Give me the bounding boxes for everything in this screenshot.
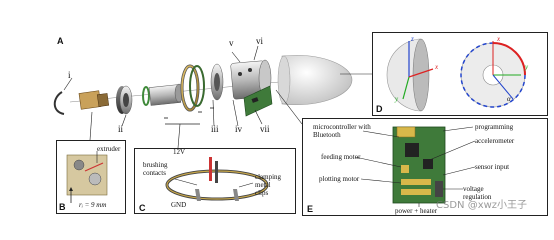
gnd-label: GND bbox=[171, 201, 187, 209]
panel-c-letter: C bbox=[139, 203, 146, 213]
nose-cone bbox=[277, 55, 353, 105]
label-plotting-motor: plotting motor bbox=[319, 175, 360, 183]
callout-line-vi bbox=[253, 45, 259, 61]
green-ring bbox=[142, 86, 150, 106]
label-feeding-motor: feeding motor bbox=[321, 153, 361, 161]
connector-a-to-e bbox=[275, 89, 303, 125]
voltage-label: 12V bbox=[173, 148, 186, 156]
axis-x-right-label: x bbox=[497, 35, 501, 43]
extruder-closeup-illustration bbox=[66, 151, 108, 203]
panel-e-letter: E bbox=[307, 204, 314, 214]
cable-loop bbox=[53, 91, 65, 115]
motor-housing bbox=[230, 59, 272, 100]
front-disc bbox=[210, 63, 224, 101]
callout-vii: vii bbox=[260, 124, 270, 134]
callout-vi: vi bbox=[256, 36, 264, 46]
angle-label: α bbox=[507, 95, 511, 103]
motor-cylinder bbox=[148, 83, 184, 106]
callout-iv: iv bbox=[235, 124, 243, 134]
callout-line-i bbox=[63, 77, 73, 91]
radius-label: rᵢ = 9 mm bbox=[79, 201, 107, 209]
panel-e: microcontroller with Bluetooth feeding m… bbox=[302, 118, 548, 216]
callout-line-vii bbox=[254, 109, 263, 125]
callout-v: v bbox=[229, 38, 234, 48]
callout-iii: iii bbox=[211, 124, 219, 134]
coordinate-frames-illustration bbox=[386, 38, 526, 112]
rear-disc bbox=[116, 85, 133, 115]
label-power-heater: power + heater bbox=[395, 207, 438, 215]
brushing-contacts-label: brushing contacts bbox=[143, 161, 168, 177]
extruder-head bbox=[78, 90, 110, 110]
callout-line-iv bbox=[232, 99, 239, 127]
panel-c: 12V brushing contacts GND clamping metal… bbox=[134, 148, 296, 214]
label-microcontroller: microcontroller with Bluetooth bbox=[313, 123, 371, 139]
panel-d-letter: D bbox=[376, 104, 383, 114]
connector-a-to-b bbox=[89, 111, 93, 141]
exploded-robot-illustration bbox=[53, 45, 380, 149]
callout-line-iii bbox=[212, 99, 215, 127]
panel-d: z x y x y α D bbox=[372, 32, 548, 116]
axis-y-left-label: y bbox=[395, 95, 399, 103]
callout-line-v bbox=[231, 51, 241, 63]
axis-y-right-label: y bbox=[525, 63, 529, 71]
axis-z-label: z bbox=[411, 35, 414, 43]
panel-a-letter: A bbox=[57, 36, 64, 46]
extruder-label: extruder bbox=[97, 145, 121, 153]
slip-ring bbox=[180, 64, 205, 112]
callout-line-ii bbox=[121, 114, 127, 127]
label-sensor-input: sensor input bbox=[475, 163, 510, 171]
label-voltage-regulation: voltage regulation bbox=[463, 185, 492, 201]
pcb-board bbox=[243, 85, 273, 117]
label-programming: programming bbox=[475, 123, 514, 131]
slip-ring-illustration bbox=[165, 157, 269, 201]
axis-x-left-label: x bbox=[435, 63, 439, 71]
label-accelerometer: accelerometer bbox=[475, 137, 515, 145]
watermark-text: CSDN @xwz小王子 bbox=[436, 200, 528, 211]
clamping-clips-label: clamping metal clips bbox=[255, 173, 282, 197]
connector-a-to-c bbox=[177, 123, 181, 149]
panel-b-letter: B bbox=[59, 202, 66, 212]
pcb-illustration bbox=[354, 126, 476, 207]
callout-ii: ii bbox=[118, 124, 124, 134]
callout-i: i bbox=[68, 70, 71, 80]
panel-b: extruder rᵢ = 9 mm B bbox=[56, 140, 126, 214]
